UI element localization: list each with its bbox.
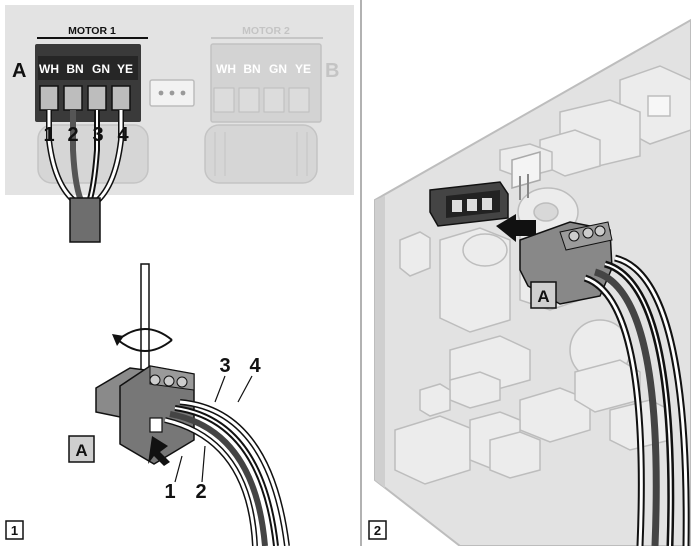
motor1-wire-number-4: 4 [117, 124, 129, 146]
motor2-connector: WH BN GN YE [210, 43, 322, 123]
step-badge-1-label: 1 [11, 523, 18, 538]
motor1-wire-number-1: 1 [43, 124, 54, 146]
panel-1: MOTOR 1 MOTOR 2 A B WH BN GN YE [5, 5, 354, 546]
plug-wire-number-2: 2 [195, 481, 206, 503]
step-badge-1: 1 [5, 520, 24, 540]
panel2-wires [583, 254, 690, 546]
board-connector-socket [429, 181, 509, 227]
panel-2: A 2 [368, 18, 691, 546]
plug-wire-number-1: 1 [164, 481, 175, 503]
plug-callout-a-label: A [75, 441, 87, 460]
side-label-a: A [12, 60, 26, 82]
motor2-pin-gn: GN [269, 62, 287, 76]
plug-wire-number-4: 4 [249, 355, 261, 377]
plug-callout-a: A [68, 435, 95, 463]
motor2-pin-bn: BN [243, 62, 260, 76]
push-arrow-icon [496, 214, 536, 242]
step-badge-2: 2 [368, 520, 387, 540]
plug-connector [95, 365, 195, 465]
motor1-wire-number-2: 2 [67, 124, 78, 146]
motor1-pin-bn: BN [66, 62, 83, 76]
side-label-b: B [325, 60, 339, 82]
motor2-pin-ye: YE [295, 62, 311, 76]
motor1-title: MOTOR 1 [68, 25, 116, 37]
rotate-arrow-icon [112, 334, 124, 346]
motor1-wire-number-3: 3 [92, 124, 103, 146]
insert-arrow-icon [148, 436, 170, 466]
panel2-callout-a-label: A [537, 287, 549, 306]
board-edge [375, 196, 385, 488]
motor1-pin-ye: YE [117, 62, 133, 76]
motor2-title: MOTOR 2 [242, 25, 290, 37]
plug-wires [164, 399, 290, 546]
motor1-pin-wh: WH [39, 62, 59, 76]
panel2-callout-a: A [530, 281, 557, 309]
motor1-pin-gn: GN [92, 62, 110, 76]
motor2-pin-wh: WH [216, 62, 236, 76]
plug-wire-number-3: 3 [219, 355, 230, 377]
ferrite-chokes [37, 124, 318, 184]
wire-number-leaders [174, 375, 253, 483]
small-header [149, 79, 195, 107]
step-badge-2-label: 2 [374, 523, 381, 538]
motor1-wires [46, 110, 124, 243]
board-header [511, 151, 541, 200]
screwdriver [112, 263, 173, 377]
